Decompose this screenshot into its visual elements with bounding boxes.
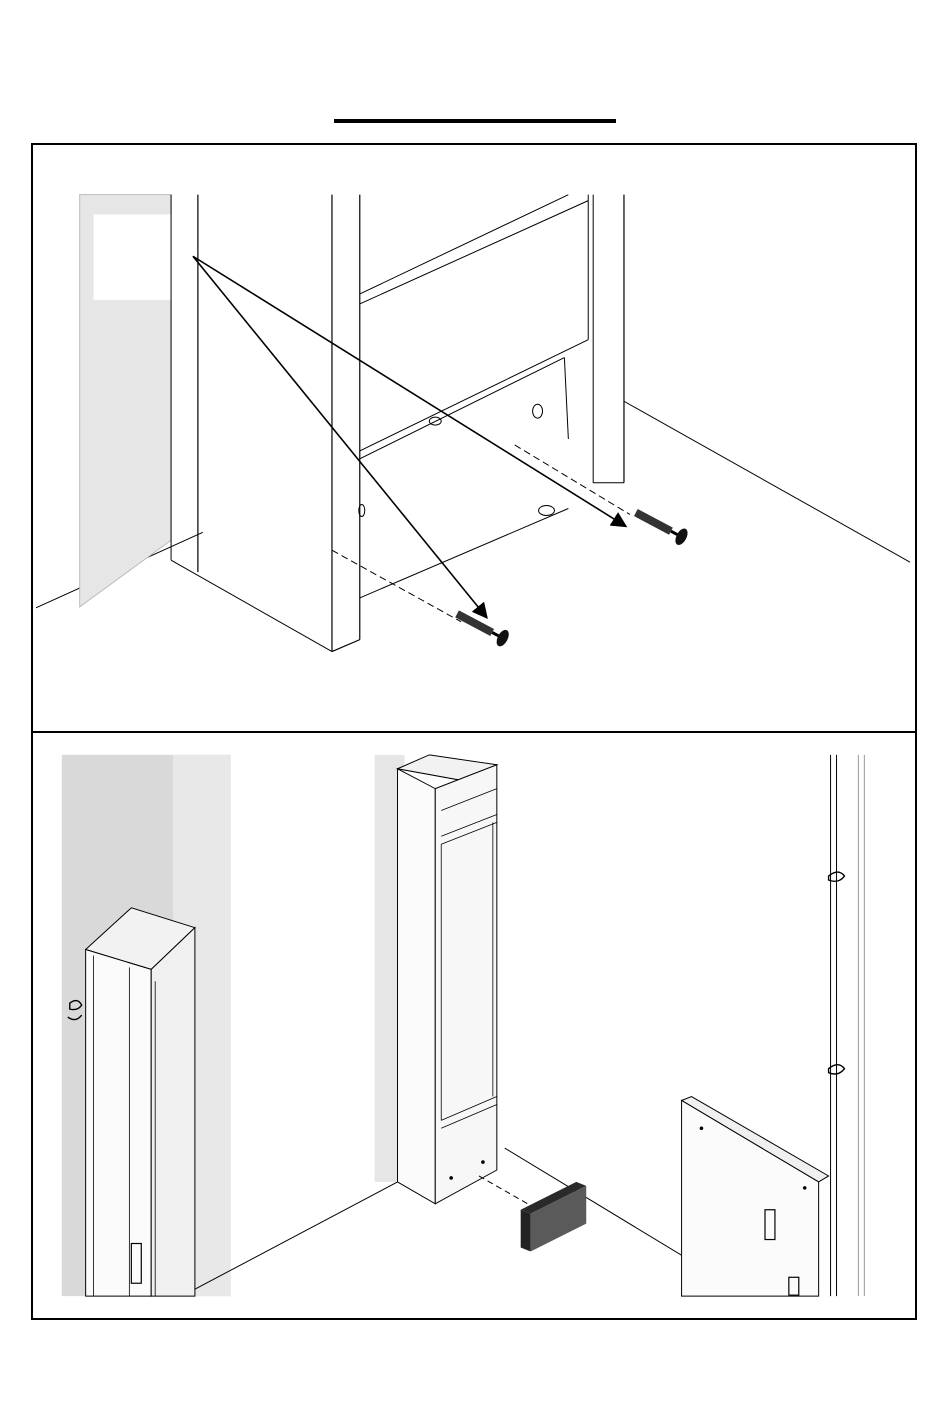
step-1-panel: [31, 143, 917, 733]
screw-with-anchor: [632, 505, 690, 547]
callout-arrow: [193, 256, 487, 618]
hole-marker: [449, 1176, 453, 1180]
right-side-panel: [593, 195, 624, 483]
screw-hole: [533, 404, 543, 418]
wall-clips: [829, 755, 865, 1296]
insertion-path: [479, 1176, 535, 1208]
side-panel: [682, 1097, 829, 1297]
cabinet-base: [359, 195, 588, 598]
callout-arrow: [193, 256, 626, 526]
insertion-path: [515, 445, 630, 515]
hole-marker: [481, 1160, 485, 1164]
left-wall-panel: [80, 195, 211, 607]
block-spacer: [521, 1182, 587, 1252]
floor-line-right: [624, 401, 910, 562]
step-1-illustration: [33, 145, 915, 731]
screw-hole: [539, 506, 555, 516]
tall-cabinet-column: [398, 755, 497, 1204]
step-2-panel: [31, 731, 917, 1320]
step-2-illustration: [33, 733, 915, 1318]
wall-cabinet-left: [86, 908, 195, 1296]
title-underline: [334, 119, 616, 123]
